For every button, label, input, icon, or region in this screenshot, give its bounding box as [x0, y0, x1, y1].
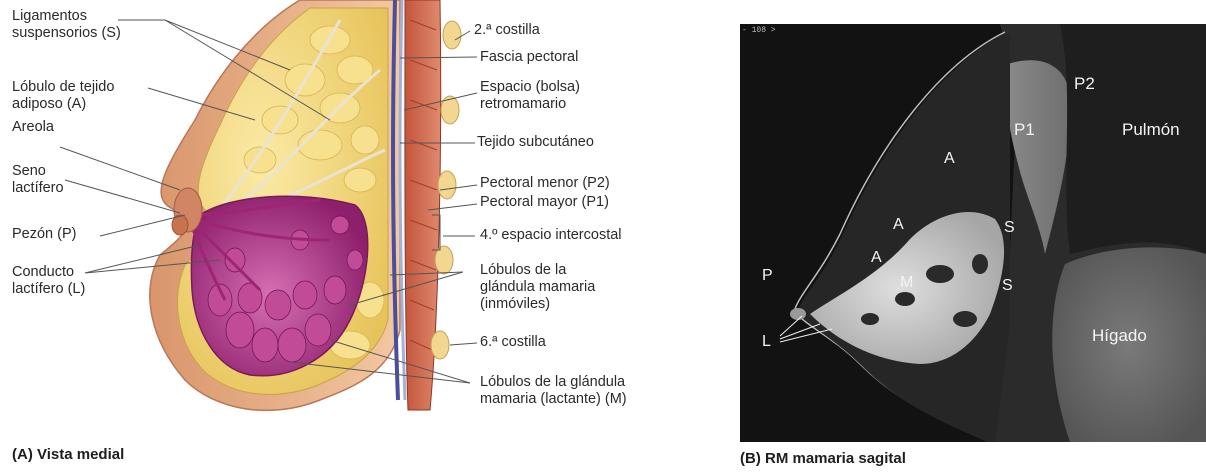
breast-medial-illustration — [0, 0, 740, 475]
label-fascia-pectoral: Fascia pectoral — [480, 49, 578, 66]
label-lactante-line2: mamaria (lactante) (M) — [480, 391, 627, 408]
label-pezon: Pezón (P) — [12, 226, 76, 243]
label-lobulos-line2: glándula mamaria — [480, 279, 595, 296]
label-ligamentos-line1: Ligamentos — [12, 8, 87, 25]
label-pectoral-mayor: Pectoral mayor (P1) — [480, 194, 609, 211]
label-seno-line2: lactífero — [12, 180, 64, 197]
label-espacio-line1: Espacio (bolsa) — [480, 79, 580, 96]
label-lactante-line1: Lóbulos de la glándula — [480, 374, 625, 391]
label-conducto-line2: lactífero (L) — [12, 281, 85, 298]
caption-panel-a: (A) Vista medial — [12, 446, 124, 463]
mri-image: - 108 > P2 P1 Pulmón A A A S S M P L Híg… — [740, 24, 1206, 442]
label-costilla-6: 6.ª costilla — [480, 334, 546, 351]
label-ligamentos-line2: suspensorios (S) — [12, 25, 121, 42]
label-conducto-line1: Conducto — [12, 264, 74, 281]
label-costilla-2: 2.ª costilla — [474, 22, 540, 39]
label-lobulos-line3: (inmóviles) — [480, 296, 550, 313]
label-lobulo-line2: adiposo (A) — [12, 96, 86, 113]
label-areola: Areola — [12, 119, 54, 136]
label-seno-line1: Seno — [12, 163, 46, 180]
mri-leader-lines — [740, 24, 1206, 442]
label-espacio-line2: retromamario — [480, 96, 566, 113]
label-lobulo-line1: Lóbulo de tejido — [12, 79, 114, 96]
caption-panel-b: (B) RM mamaria sagital — [740, 450, 906, 467]
label-lobulos-line1: Lóbulos de la — [480, 262, 566, 279]
label-tejido-subcutaneo: Tejido subcutáneo — [477, 134, 594, 151]
label-pectoral-menor: Pectoral menor (P2) — [480, 175, 610, 192]
label-4-espacio-intercostal: 4.º espacio intercostal — [480, 227, 622, 244]
